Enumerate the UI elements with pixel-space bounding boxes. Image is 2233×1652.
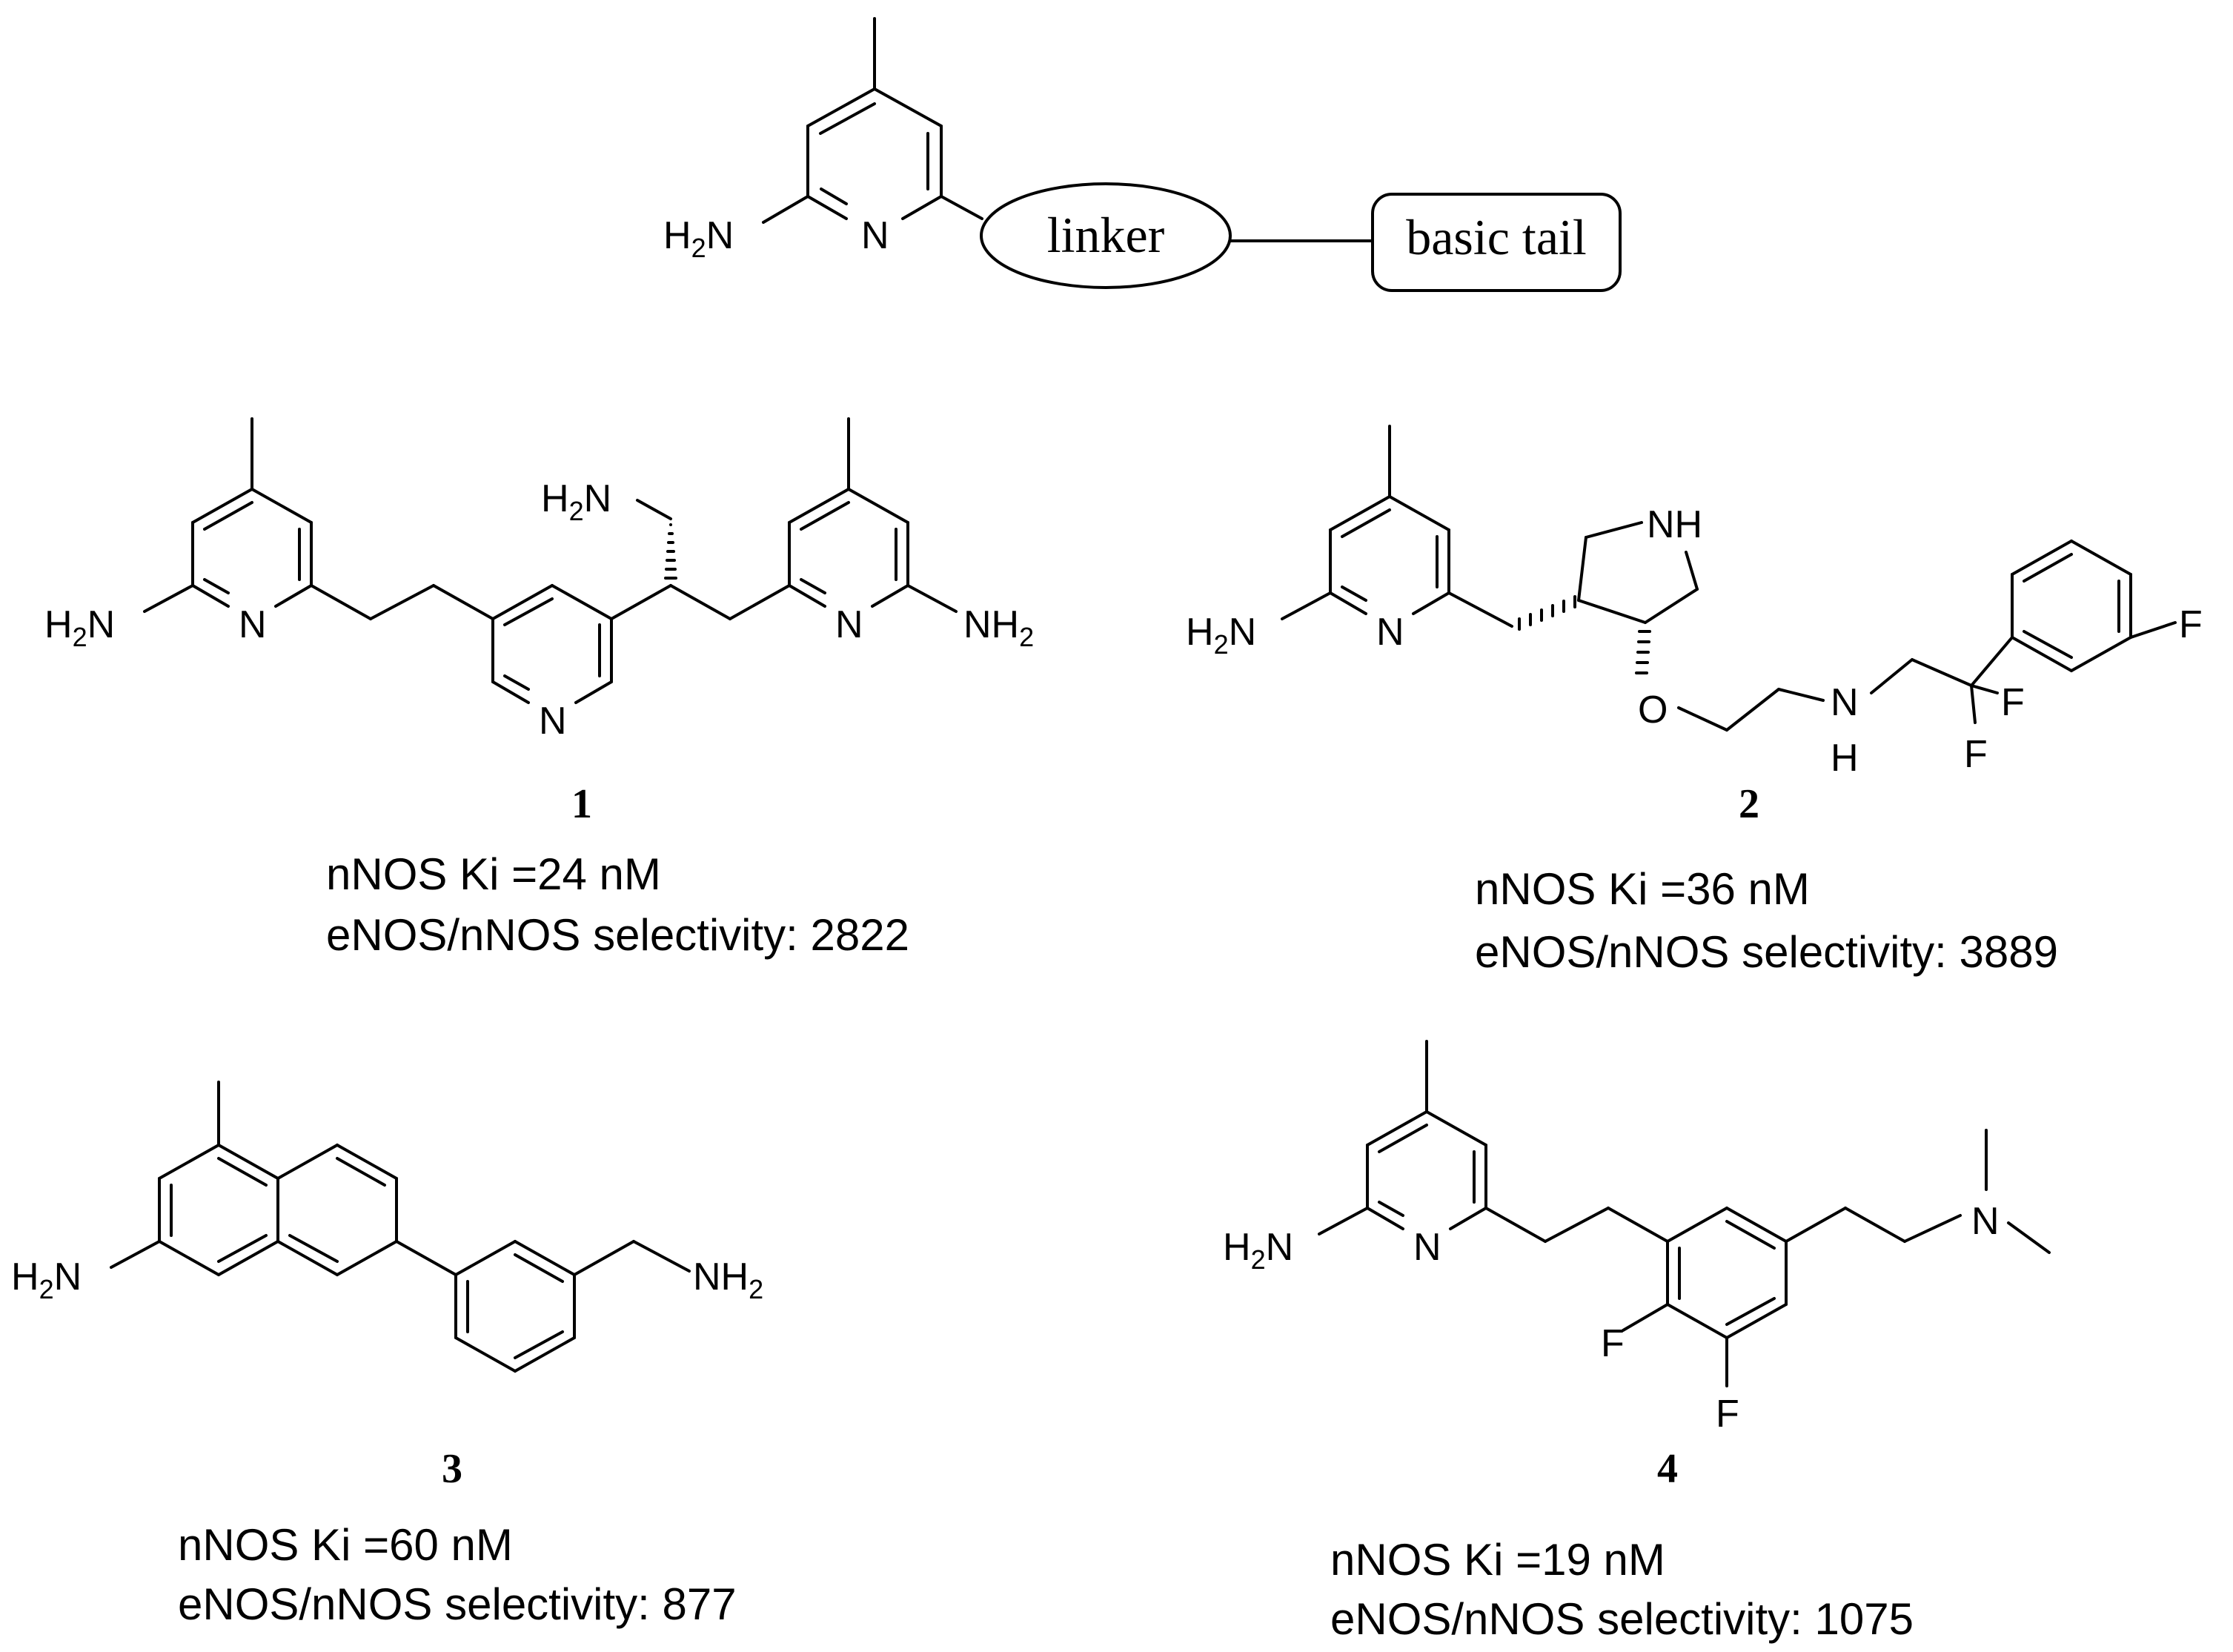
c2-ring-n: N	[1376, 611, 1404, 654]
scaffold-labels: H2N N linker basic tail	[663, 207, 1587, 265]
compound-2-ki: nNOS Ki =36 nM	[1475, 864, 1810, 914]
compound-2-selectivity: eNOS/nNOS selectivity: 3889	[1475, 927, 2058, 977]
compound-1-selectivity: eNOS/nNOS selectivity: 2822	[326, 910, 909, 960]
compound-2-caption: 2 nNOS Ki =36 nM eNOS/nNOS selectivity: …	[1475, 781, 2058, 977]
linker-label: linker	[1047, 207, 1165, 263]
c4-f1: F	[1601, 1322, 1625, 1365]
c4-f2: F	[1716, 1393, 1739, 1436]
c4-ring-n: N	[1413, 1226, 1441, 1269]
c2-aryl-f: F	[2179, 603, 2203, 646]
scaffold-amine-label: H2N	[663, 214, 734, 263]
c3-amine: H2N	[11, 1255, 82, 1304]
linker-shape	[980, 182, 1232, 289]
compound-4-structure	[1318, 1040, 2051, 1387]
compound-4-ki: nNOS Ki =19 nM	[1330, 1535, 1665, 1585]
c1-central-ring-n: N	[539, 700, 567, 743]
compound-2-number: 2	[1739, 781, 1759, 827]
c2-amine-n: N	[1831, 681, 1859, 724]
scaffold-ring-n: N	[861, 214, 889, 257]
basic-tail-box	[1371, 193, 1622, 292]
compound-1-structure	[143, 417, 958, 704]
c1-left-ring-n: N	[239, 603, 267, 646]
compound-3-ki: nNOS Ki =60 nM	[178, 1520, 513, 1570]
c2-amine: H2N	[1186, 611, 1256, 660]
c2-f2: F	[1964, 733, 1988, 776]
compound-1-caption: 1 nNOS Ki =24 nM eNOS/nNOS selectivity: …	[326, 781, 909, 960]
compound-4-atoms: H2N N F F N	[1223, 1200, 2000, 1436]
c2-f1: F	[2001, 681, 2025, 724]
c3-benzyl-amine: NH2	[693, 1255, 763, 1304]
c1-right-ring-n: N	[835, 603, 863, 646]
compound-3-caption: 3 nNOS Ki =60 nM eNOS/nNOS selectivity: …	[178, 1446, 737, 1629]
compound-1-ki: nNOS Ki =24 nM	[326, 849, 661, 899]
compound-2-atoms: H2N N NH O N H F F F	[1186, 503, 2203, 780]
c2-amine-h: H	[1831, 737, 1859, 780]
c1-top-amine: H2N	[541, 477, 611, 526]
compound-1-atoms: H2N N N H2N N NH2	[44, 477, 1034, 743]
compound-2-structure	[1281, 425, 2177, 732]
compound-3-structure	[110, 1081, 691, 1373]
scaffold-structure	[762, 17, 1622, 292]
c1-right-amine: NH2	[963, 603, 1034, 652]
c2-pyrrolidine-nh: NH	[1647, 503, 1702, 546]
basic-tail-label: basic tail	[1406, 209, 1587, 265]
c2-ether-o: O	[1638, 689, 1668, 732]
c4-dimethylamine-n: N	[1971, 1200, 2000, 1243]
compound-3-selectivity: eNOS/nNOS selectivity: 877	[178, 1579, 737, 1629]
compound-1-number: 1	[571, 781, 592, 827]
compound-4-selectivity: eNOS/nNOS selectivity: 1075	[1330, 1594, 1914, 1644]
compound-4-number: 4	[1657, 1446, 1678, 1492]
c4-amine: H2N	[1223, 1226, 1293, 1275]
c1-left-amine: H2N	[44, 603, 115, 652]
compound-3-number: 3	[442, 1446, 462, 1492]
compound-4-caption: 4 nNOS Ki =19 nM eNOS/nNOS selectivity: …	[1330, 1446, 1914, 1644]
compound-3-atoms: H2N NH2	[11, 1255, 763, 1304]
